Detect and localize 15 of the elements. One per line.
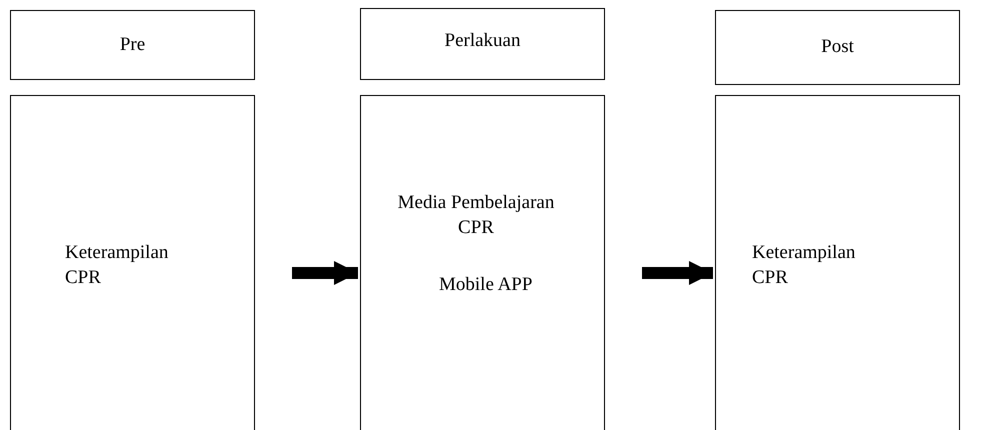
phase-title: Pre bbox=[118, 33, 146, 57]
content-text: Media Pembelajaran CPR bbox=[396, 191, 556, 240]
content-text: Keterampilan CPR bbox=[752, 241, 856, 290]
header-box bbox=[10, 10, 255, 80]
content-box bbox=[10, 95, 255, 430]
phase-title: Post bbox=[820, 35, 855, 59]
content-text: Mobile APP bbox=[439, 273, 534, 297]
header-box bbox=[715, 10, 960, 85]
content-text: Keterampilan CPR bbox=[65, 241, 170, 290]
phase-title: Perlakuan bbox=[444, 29, 522, 53]
content-box bbox=[360, 95, 605, 430]
arrow bbox=[292, 261, 358, 285]
arrow bbox=[642, 261, 713, 285]
header-box bbox=[360, 8, 605, 80]
content-box bbox=[715, 95, 960, 430]
